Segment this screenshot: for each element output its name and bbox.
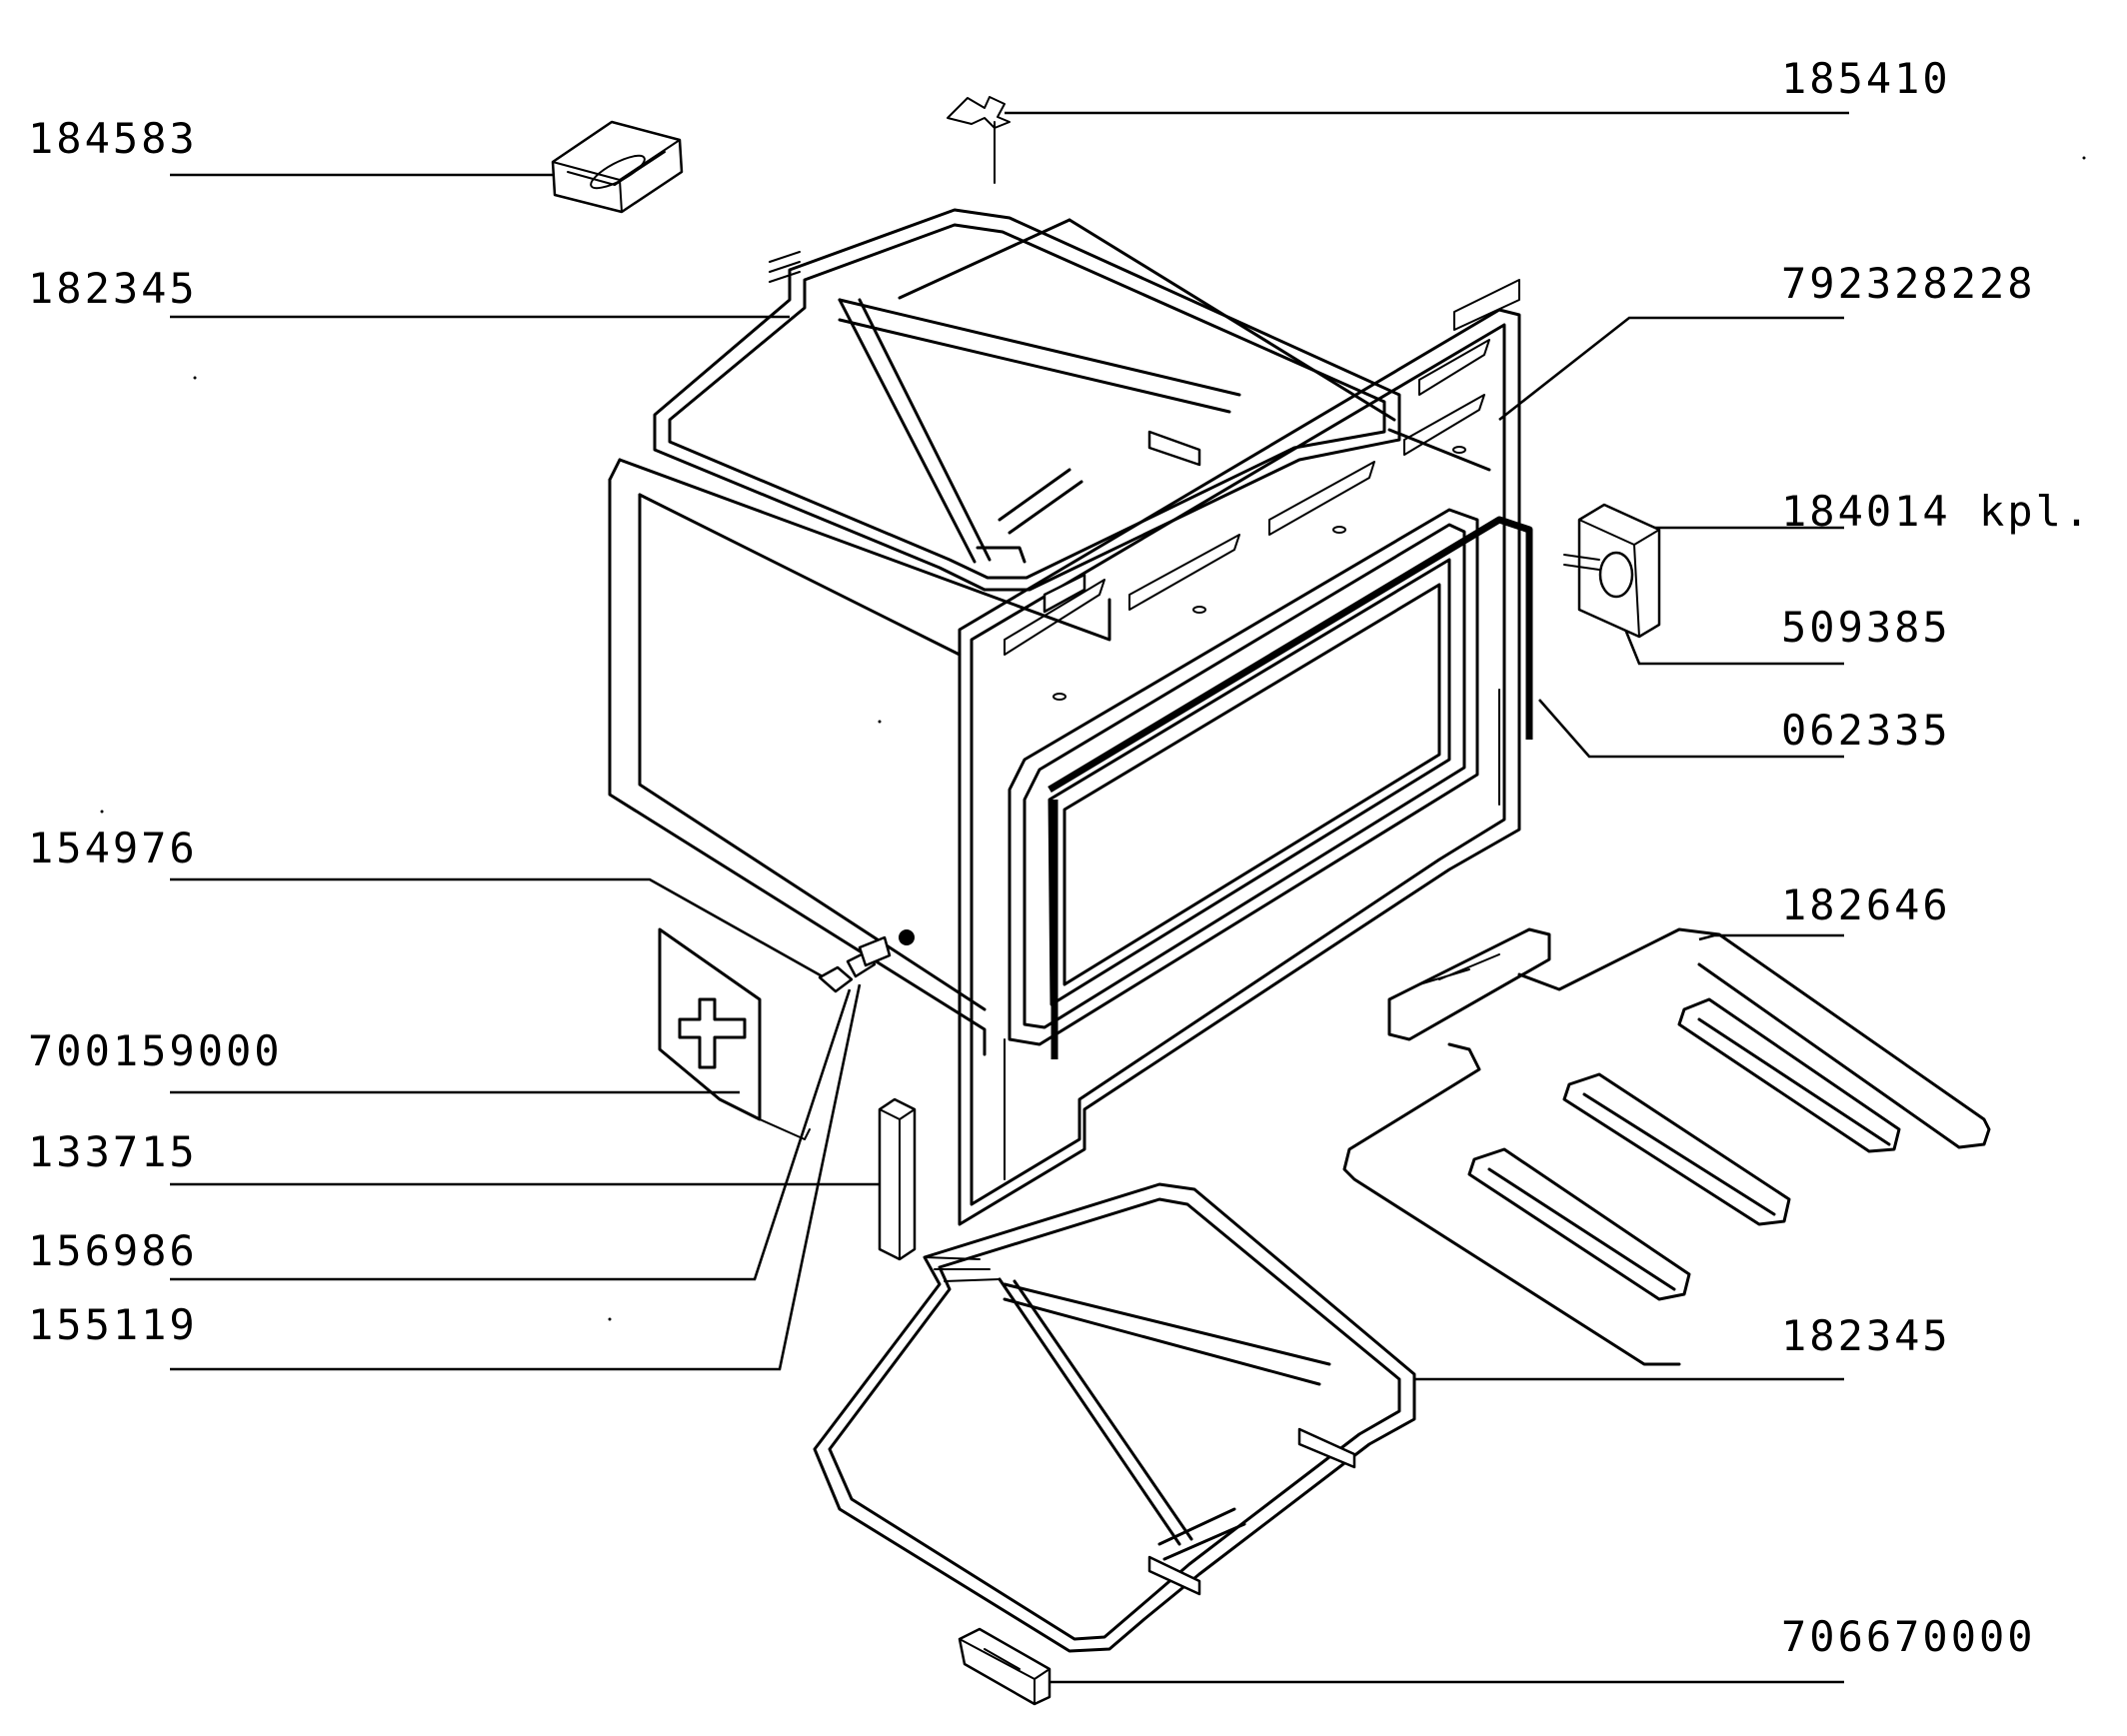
label-156986: 156986: [28, 1226, 198, 1275]
leader-154976: [170, 877, 829, 981]
top-heating-element-182345: [653, 208, 1401, 592]
leader-182646: [1698, 933, 1844, 941]
bolt-155119: [858, 935, 892, 967]
label-509385: 509385: [1781, 603, 1951, 652]
leader-792328228: [1498, 316, 1844, 422]
bottom-element-182345: [813, 1182, 1416, 1653]
leader-lines: [170, 111, 1849, 1684]
scan-specks: [100, 156, 2086, 1321]
label-062335: 062335: [1781, 706, 1951, 755]
lamp-holder-184583: [551, 120, 684, 214]
leader-155119: [170, 983, 862, 1371]
rivet-dot: [899, 929, 915, 945]
label-182345-bottom: 182345: [1781, 1311, 1951, 1360]
front-frame-792328228: [958, 279, 1521, 1226]
label-133715: 133715: [28, 1127, 198, 1176]
label-182646: 182646: [1781, 880, 1951, 929]
label-706670000: 706670000: [1781, 1612, 2036, 1661]
label-154976: 154976: [28, 824, 198, 872]
label-155119: 155119: [28, 1300, 198, 1349]
label-184583: 184583: [28, 114, 198, 163]
fastener-group: [818, 929, 915, 993]
leader-156986: [170, 988, 852, 1281]
label-182345-top: 182345: [28, 264, 198, 313]
insulation-plate-700159000: [658, 927, 811, 1140]
label-185410: 185410: [1781, 54, 1951, 103]
door-seal-062335: [1048, 516, 1533, 1059]
nut-154976: [818, 965, 854, 993]
leader-062335: [1538, 699, 1844, 759]
label-792328228: 792328228: [1781, 259, 2036, 308]
spacer-block-133715: [878, 1097, 917, 1261]
sensor-clip-185410: [947, 96, 1011, 184]
lamp-assembly-184014: [1563, 503, 1661, 639]
label-700159000: 700159000: [28, 1026, 283, 1075]
bracket-clip-706670000: [958, 1627, 1052, 1706]
grill-element-182646: [1342, 927, 1991, 1366]
oven-cavity-box: [608, 218, 1491, 1056]
